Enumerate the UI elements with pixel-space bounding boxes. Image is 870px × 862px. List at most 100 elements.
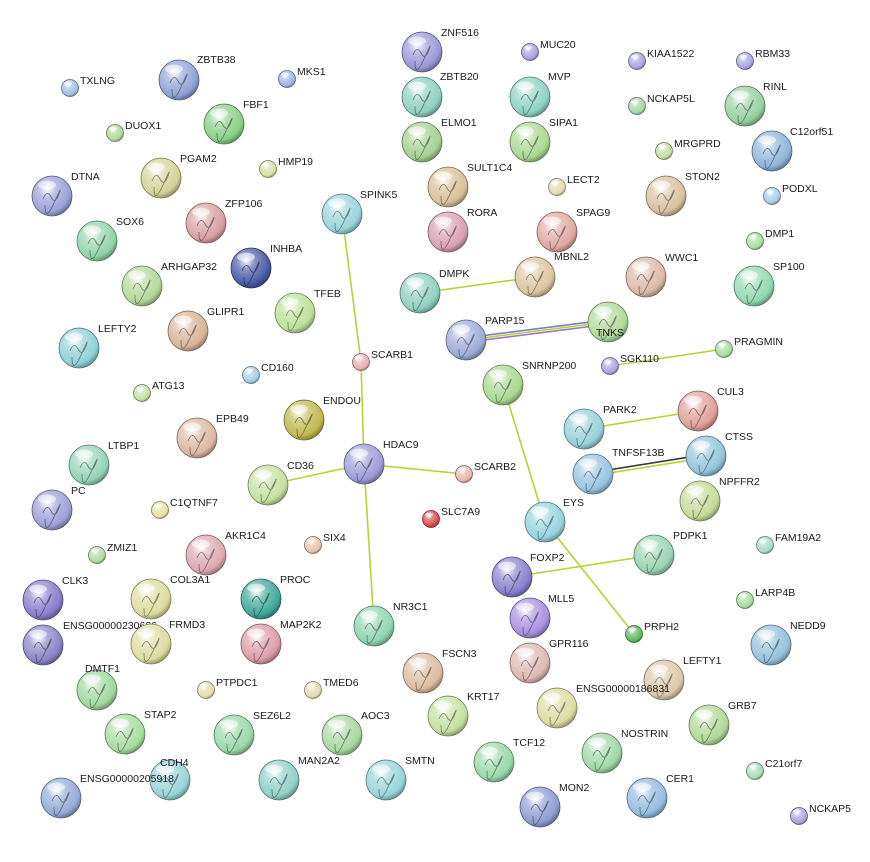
node-clk3[interactable]: CLK3 — [22, 575, 88, 621]
node-cdh4[interactable]: CDH4 — [149, 757, 191, 801]
node-man2a2[interactable]: MAN2A2 — [258, 755, 340, 801]
node-mbnl2[interactable]: MBNL2 — [514, 251, 589, 298]
node-lefty1[interactable]: LEFTY1 — [643, 655, 722, 701]
node-hmp19[interactable]: HMP19 — [259, 156, 314, 178]
node-akr1c4[interactable]: AKR1C4 — [185, 530, 266, 576]
node-pdpk1[interactable]: PDPK1 — [633, 530, 708, 576]
node-elmo1[interactable]: ELMO1 — [401, 117, 477, 163]
node-cd160[interactable]: CD160 — [242, 362, 294, 384]
node-col3a1[interactable]: COL3A1 — [130, 574, 210, 620]
node-mon2[interactable]: MON2 — [519, 782, 589, 828]
node-larp4b[interactable]: LARP4B — [736, 587, 796, 609]
node-ltbp1[interactable]: LTBP1 — [68, 440, 139, 486]
node-endou[interactable]: ENDOU — [283, 395, 361, 441]
node-gpr116[interactable]: GPR116 — [509, 638, 589, 684]
node-ctss[interactable]: CTSS — [685, 431, 753, 477]
node-aoc3[interactable]: AOC3 — [321, 710, 390, 756]
node-pragmin[interactable]: PRAGMIN — [715, 336, 784, 358]
node-nckap5l[interactable]: NCKAP5L — [628, 93, 696, 115]
node-txlng[interactable]: TXLNG — [61, 75, 116, 97]
node-zfp106[interactable]: ZFP106 — [185, 198, 263, 244]
node-zbtb38[interactable]: ZBTB38 — [158, 54, 236, 101]
node-sgk110[interactable]: SGK110 — [601, 353, 660, 375]
node-map2k2[interactable]: MAP2K2 — [240, 619, 322, 665]
node-hdac9[interactable]: HDAC9 — [343, 439, 419, 485]
node-fam19a2[interactable]: FAM19A2 — [756, 532, 822, 554]
node-ensg00000186831[interactable]: ENSG00000186831 — [536, 683, 670, 729]
node-podxl[interactable]: PODXL — [763, 183, 818, 205]
node-stap2[interactable]: STAP2 — [104, 709, 177, 755]
node-rora[interactable]: RORA — [427, 207, 497, 253]
node-arhgap32[interactable]: ARHGAP32 — [121, 261, 217, 307]
node-sez6l2[interactable]: SEZ6L2 — [213, 710, 291, 756]
node-ensg00000205918[interactable]: ENSG00000205918 — [40, 773, 174, 819]
node-tfeb[interactable]: TFEB — [274, 288, 341, 334]
node-lefty2[interactable]: LEFTY2 — [58, 323, 137, 369]
node-npffr2[interactable]: NPFFR2 — [679, 476, 760, 522]
node-ensg00000230626[interactable]: ENSG00000230626 — [22, 620, 157, 666]
node-tmed6[interactable]: TMED6 — [304, 677, 359, 699]
node-foxp2[interactable]: FOXP2 — [491, 552, 565, 598]
node-nostrin[interactable]: NOSTRIN — [581, 728, 668, 774]
node-sox6[interactable]: SOX6 — [76, 216, 144, 262]
node-nedd9[interactable]: NEDD9 — [750, 620, 826, 666]
node-pc[interactable]: PC — [31, 485, 86, 531]
node-scarb2[interactable]: SCARB2 — [455, 461, 517, 483]
node-wwc1[interactable]: WWC1 — [625, 252, 698, 298]
node-fscn3[interactable]: FSCN3 — [402, 648, 477, 694]
node-grb7[interactable]: GRB7 — [688, 700, 757, 746]
node-smtn[interactable]: SMTN — [365, 755, 435, 801]
node-frmd3[interactable]: FRMD3 — [130, 619, 205, 665]
node-tnfsf13b[interactable]: TNFSF13B — [572, 447, 665, 495]
node-sp100[interactable]: SP100 — [733, 261, 805, 307]
node-proc[interactable]: PROC — [240, 574, 311, 620]
node-mll5[interactable]: MLL5 — [509, 593, 574, 639]
node-spag9[interactable]: SPAG9 — [536, 207, 610, 253]
node-parp15[interactable]: PARP15 — [445, 315, 525, 361]
node-rbm33[interactable]: RBM33 — [736, 48, 791, 70]
node-tnks[interactable]: TNKS — [587, 301, 629, 343]
node-mks1[interactable]: MKS1 — [278, 66, 326, 88]
node-znf516[interactable]: ZNF516 — [401, 27, 479, 73]
node-eys[interactable]: EYS — [524, 497, 584, 543]
node-ston2[interactable]: STON2 — [645, 171, 720, 217]
node-glipr1[interactable]: GLIPR1 — [167, 306, 245, 352]
node-mrgprd[interactable]: MRGPRD — [655, 138, 722, 160]
node-inhba[interactable]: INHBA — [230, 243, 302, 289]
node-sult1c4[interactable]: SULT1C4 — [427, 162, 512, 208]
node-prph2[interactable]: PRPH2 — [625, 621, 680, 643]
node-duox1[interactable]: DUOX1 — [106, 120, 162, 142]
node-cer1[interactable]: CER1 — [626, 773, 694, 819]
node-ptpdc1[interactable]: PTPDC1 — [197, 677, 258, 699]
node-zbtb20[interactable]: ZBTB20 — [401, 71, 479, 118]
node-park2[interactable]: PARK2 — [563, 404, 637, 450]
node-slc7a9[interactable]: SLC7A9 — [422, 506, 481, 528]
node-snrnp200[interactable]: SNRNP200 — [482, 360, 576, 406]
node-kiaa1522[interactable]: KIAA1522 — [628, 48, 695, 70]
node-c1qtnf7[interactable]: C1QTNF7 — [151, 497, 219, 519]
node-dmp1[interactable]: DMP1 — [746, 228, 795, 250]
node-c21orf7[interactable]: C21orf7 — [746, 758, 803, 780]
node-atg13[interactable]: ATG13 — [133, 380, 185, 402]
node-muc20[interactable]: MUC20 — [521, 39, 576, 61]
node-dmpk[interactable]: DMPK — [399, 268, 469, 314]
node-six4[interactable]: SIX4 — [304, 532, 346, 554]
node-sipa1[interactable]: SIPA1 — [509, 117, 578, 163]
node-scarb1[interactable]: SCARB1 — [352, 349, 414, 371]
node-fbf1[interactable]: FBF1 — [203, 99, 269, 145]
node-nckap5[interactable]: NCKAP5 — [790, 803, 852, 825]
node-cul3[interactable]: CUL3 — [677, 386, 744, 432]
node-krt17[interactable]: KRT17 — [427, 691, 500, 737]
node-spink5[interactable]: SPINK5 — [321, 189, 398, 235]
node-zmiz1[interactable]: ZMIZ1 — [88, 542, 138, 564]
node-dmtf1[interactable]: DMTF1 — [76, 663, 120, 711]
node-c12orf51[interactable]: C12orf51 — [751, 126, 833, 172]
node-dtna[interactable]: DTNA — [31, 171, 100, 217]
node-pgam2[interactable]: PGAM2 — [140, 153, 217, 199]
node-cd36[interactable]: CD36 — [247, 460, 314, 506]
node-epb49[interactable]: EPB49 — [176, 413, 249, 459]
node-rinl[interactable]: RINL — [724, 81, 787, 127]
node-lect2[interactable]: LECT2 — [548, 174, 600, 196]
node-mvp[interactable]: MVP — [509, 71, 571, 118]
node-tcf12[interactable]: TCF12 — [473, 737, 545, 783]
